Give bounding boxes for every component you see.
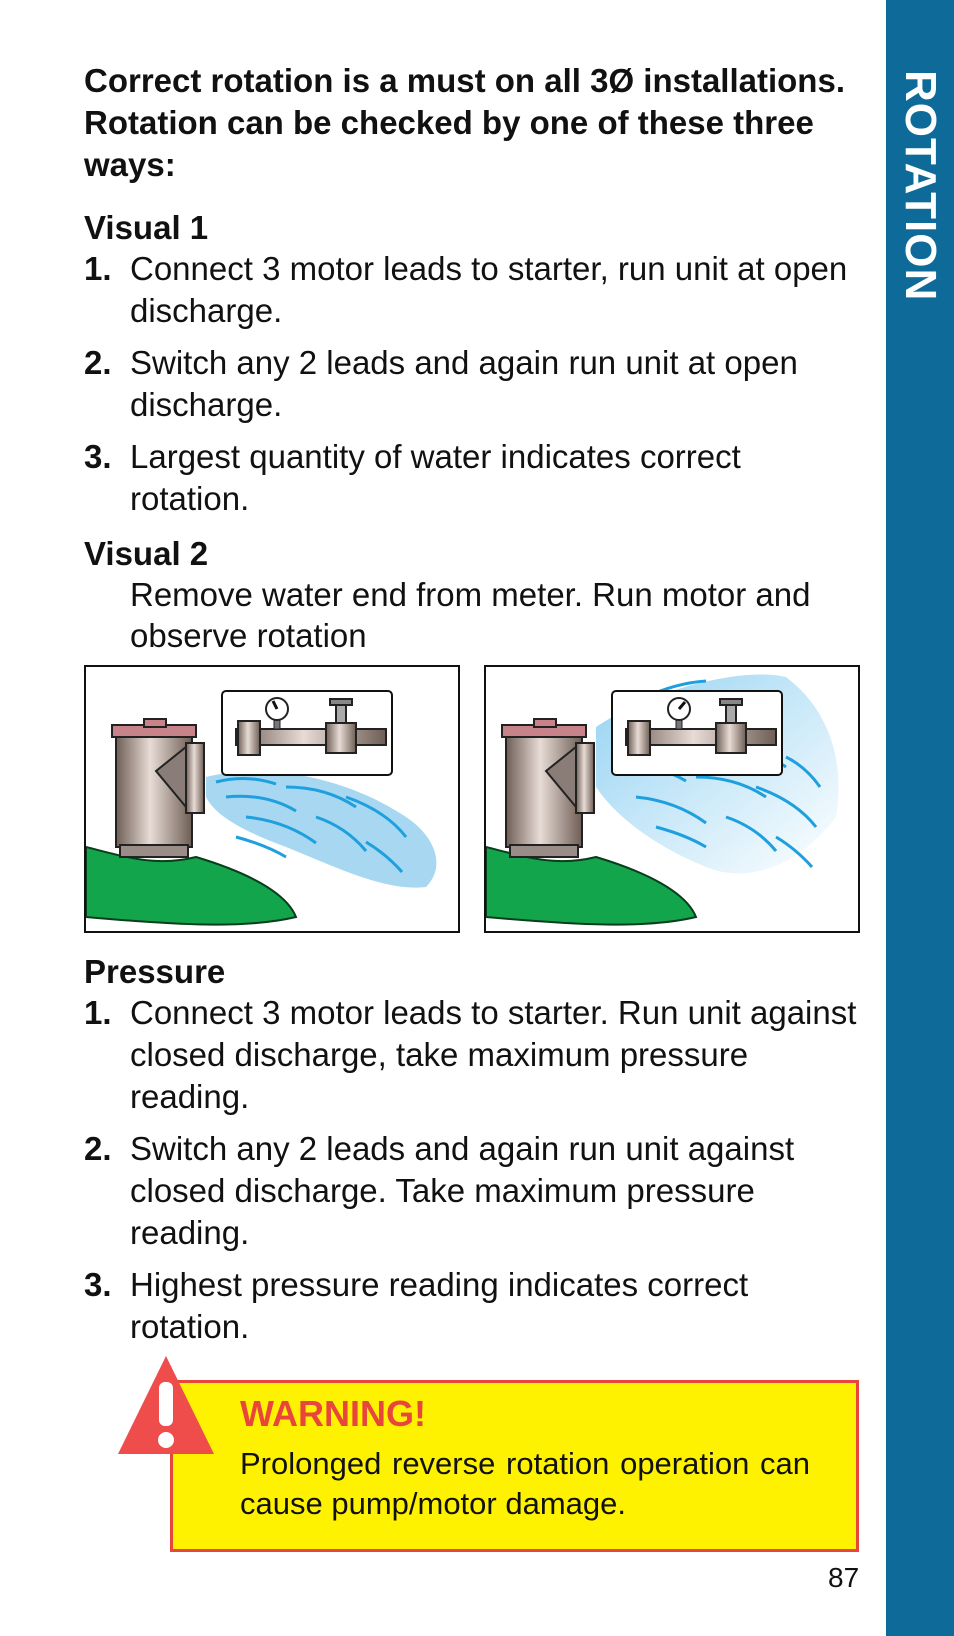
warning-title: WARNING! [240,1393,426,1434]
pressure-section: Pressure 1. Connect 3 motor leads to sta… [84,952,864,1362]
list-item: 3. Largest quantity of water indicates c… [84,436,864,520]
valve-icon [325,698,357,754]
pressure-heading: Pressure [84,953,226,990]
visual1-heading: Visual 1 [84,209,209,246]
list-item: 3. Highest pressure reading indicates co… [84,1264,864,1348]
step-text: Switch any 2 leads and again run unit at… [130,344,798,423]
intro-text: Correct rotation is a must on all 3Ø ins… [84,62,845,183]
visual2-text: Remove water end from meter. Run motor a… [130,576,811,654]
step-text: Connect 3 motor leads to starter, run un… [130,250,848,329]
illustration-low-flow [84,665,460,933]
illustration-high-flow [484,665,860,933]
pressure-gauge-icon [265,697,289,721]
step-text: Connect 3 motor leads to starter. Run un… [130,994,857,1115]
visual2-heading: Visual 2 [84,535,209,572]
step-text: Highest pressure reading indicates corre… [130,1266,749,1345]
pressure-gauge-icon [667,697,691,721]
list-item: 1. Connect 3 motor leads to starter, run… [84,248,864,332]
warning-box [170,1380,859,1552]
pump-discharge-illustration [486,674,839,926]
step-text: Largest quantity of water indicates corr… [130,438,741,517]
warning-text: Prolonged reverse rotation operation can… [240,1446,810,1521]
step-number: 2. [84,1130,112,1167]
visual1-steps: 1. Connect 3 motor leads to starter, run… [84,248,864,520]
main-content: Correct rotation is a must on all 3Ø ins… [84,60,864,656]
sidebar [886,0,954,1636]
step-number: 3. [84,438,112,475]
step-number: 1. [84,994,112,1031]
list-item: 1. Connect 3 motor leads to starter. Run… [84,992,864,1118]
list-item: 2. Switch any 2 leads and again run unit… [84,342,864,426]
step-text: Switch any 2 leads and again run unit ag… [130,1130,795,1251]
page-number: 87 [828,1562,860,1593]
sidebar-label: ROTATION [896,70,945,302]
warning-triangle-icon [116,1354,216,1463]
list-item: 2. Switch any 2 leads and again run unit… [84,1128,864,1254]
valve-icon [715,698,747,754]
step-number: 2. [84,344,112,381]
step-number: 1. [84,250,112,287]
pressure-steps: 1. Connect 3 motor leads to starter. Run… [84,992,864,1348]
figures [84,665,860,933]
pump-discharge-illustration [86,690,437,926]
step-number: 3. [84,1266,112,1303]
